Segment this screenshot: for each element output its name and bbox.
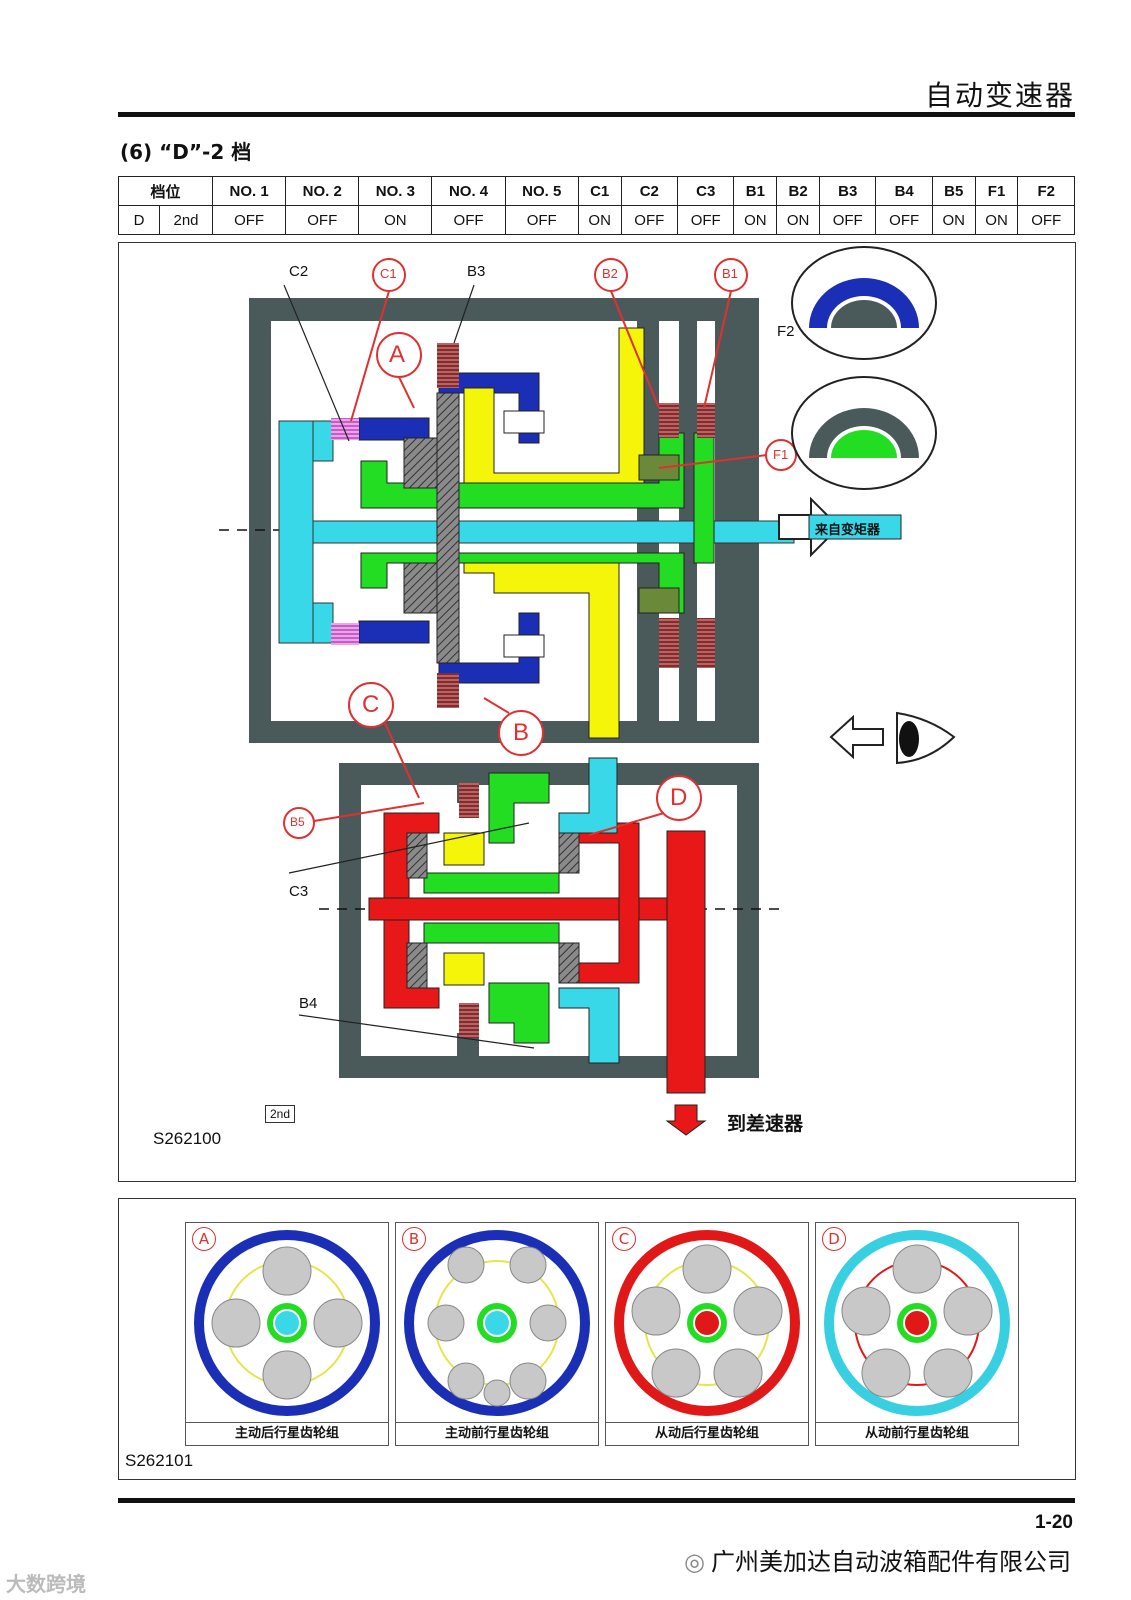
card-letter: C bbox=[612, 1227, 636, 1251]
table-header-cell: NO. 3 bbox=[359, 177, 432, 206]
watermark: 大数跨境 bbox=[6, 1568, 86, 1597]
table-cell: OFF bbox=[1018, 206, 1075, 235]
table-cell: ON bbox=[734, 206, 777, 235]
table-cell: ON bbox=[975, 206, 1018, 235]
label-b3: B3 bbox=[467, 263, 485, 280]
powerflow-diagram-panel: C2 C1 B3 B2 B1 F2 F1 A B C D B5 C3 B4 来自… bbox=[118, 242, 1076, 1182]
shift-element-table: 档位 NO. 1 NO. 2 NO. 3 NO. 4 NO. 5 C1 C2 C… bbox=[118, 176, 1075, 235]
planetary-card-c: C 从动后行星齿轮组 bbox=[605, 1222, 809, 1446]
table-cell: OFF bbox=[286, 206, 359, 235]
table-row: D 2nd OFF OFF ON OFF OFF ON OFF OFF ON O… bbox=[119, 206, 1075, 235]
table-cell: OFF bbox=[678, 206, 734, 235]
table-header-cell: C3 bbox=[678, 177, 734, 206]
label-a: A bbox=[389, 341, 405, 369]
table-cell: OFF bbox=[621, 206, 677, 235]
label-b4: B4 bbox=[299, 995, 317, 1012]
table-cell: OFF bbox=[505, 206, 578, 235]
gear-tag: 2nd bbox=[265, 1105, 295, 1123]
company-name-text: 广州美加达自动波箱配件有限公司 bbox=[711, 1548, 1071, 1576]
label-c2: C2 bbox=[289, 263, 308, 280]
label-c3: C3 bbox=[289, 883, 308, 900]
output-gear bbox=[667, 831, 705, 1093]
card-letter: D bbox=[822, 1227, 846, 1251]
planetary-set-graphic bbox=[396, 1223, 598, 1423]
label-d: D bbox=[670, 784, 687, 812]
company-name: ◎广州美加达自动波箱配件有限公司 bbox=[684, 1542, 1071, 1577]
card-letter: B bbox=[402, 1227, 426, 1251]
table-header-row: 档位 NO. 1 NO. 2 NO. 3 NO. 4 NO. 5 C1 C2 C… bbox=[119, 177, 1075, 206]
table-cell: ON bbox=[359, 206, 432, 235]
transmission-cutaway-diagram bbox=[119, 243, 1075, 1181]
table-cell: ON bbox=[932, 206, 975, 235]
footer-rule bbox=[118, 1498, 1075, 1503]
table-header-cell: B5 bbox=[932, 177, 975, 206]
label-b1: B1 bbox=[722, 266, 738, 281]
label-c1: C1 bbox=[380, 266, 397, 281]
input-shaft bbox=[279, 521, 794, 543]
table-cell: OFF bbox=[213, 206, 286, 235]
planetary-set-graphic bbox=[816, 1223, 1018, 1423]
planetary-card-a: A 主动后行星齿轮组 bbox=[185, 1222, 389, 1446]
table-header-cell: F1 bbox=[975, 177, 1018, 206]
table-header-cell: NO. 1 bbox=[213, 177, 286, 206]
header-rule bbox=[118, 112, 1075, 117]
planetary-set-graphic bbox=[186, 1223, 388, 1423]
document-header-title: 自动变速器 bbox=[925, 74, 1075, 114]
table-header-cell: F2 bbox=[1018, 177, 1075, 206]
table-cell: D bbox=[119, 206, 160, 235]
cards-code: S262101 bbox=[125, 1451, 193, 1471]
planetary-card-b: B 主动前行星齿轮组 bbox=[395, 1222, 599, 1446]
table-cell: OFF bbox=[432, 206, 505, 235]
card-caption: 主动前行星齿轮组 bbox=[396, 1422, 598, 1445]
wechat-icon: ◎ bbox=[684, 1548, 705, 1576]
table-cell: OFF bbox=[820, 206, 876, 235]
card-caption: 从动后行星齿轮组 bbox=[606, 1422, 808, 1445]
table-cell: 2nd bbox=[160, 206, 213, 235]
section-title: (6) “D”-2 档 bbox=[120, 136, 251, 165]
diagram-code: S262100 bbox=[153, 1129, 221, 1149]
input-from-converter-label: 来自变矩器 bbox=[815, 519, 880, 538]
table-cell: ON bbox=[578, 206, 621, 235]
card-letter: A bbox=[192, 1227, 216, 1251]
label-f2: F2 bbox=[777, 323, 795, 340]
label-f1: F1 bbox=[773, 447, 788, 462]
table-header-cell: NO. 4 bbox=[432, 177, 505, 206]
table-header-cell: B1 bbox=[734, 177, 777, 206]
table-header-cell: 档位 bbox=[119, 177, 213, 206]
label-c: C bbox=[362, 691, 379, 719]
page-number: 1-20 bbox=[1035, 1512, 1073, 1534]
card-caption: 从动前行星齿轮组 bbox=[816, 1422, 1018, 1445]
label-b5: B5 bbox=[290, 815, 305, 829]
table-header-cell: NO. 5 bbox=[505, 177, 578, 206]
planetary-set-graphic bbox=[606, 1223, 808, 1423]
table-header-cell: C2 bbox=[621, 177, 677, 206]
label-b2: B2 bbox=[602, 266, 618, 281]
table-header-cell: B2 bbox=[777, 177, 820, 206]
planetary-card-d: D 从动前行星齿轮组 bbox=[815, 1222, 1019, 1446]
output-to-differential-label: 到差速器 bbox=[727, 1109, 803, 1136]
table-header-cell: B4 bbox=[876, 177, 932, 206]
label-b: B bbox=[513, 719, 529, 747]
table-cell: OFF bbox=[876, 206, 932, 235]
table-cell: ON bbox=[777, 206, 820, 235]
table-header-cell: B3 bbox=[820, 177, 876, 206]
table-header-cell: C1 bbox=[578, 177, 621, 206]
card-caption: 主动后行星齿轮组 bbox=[186, 1422, 388, 1445]
table-header-cell: NO. 2 bbox=[286, 177, 359, 206]
